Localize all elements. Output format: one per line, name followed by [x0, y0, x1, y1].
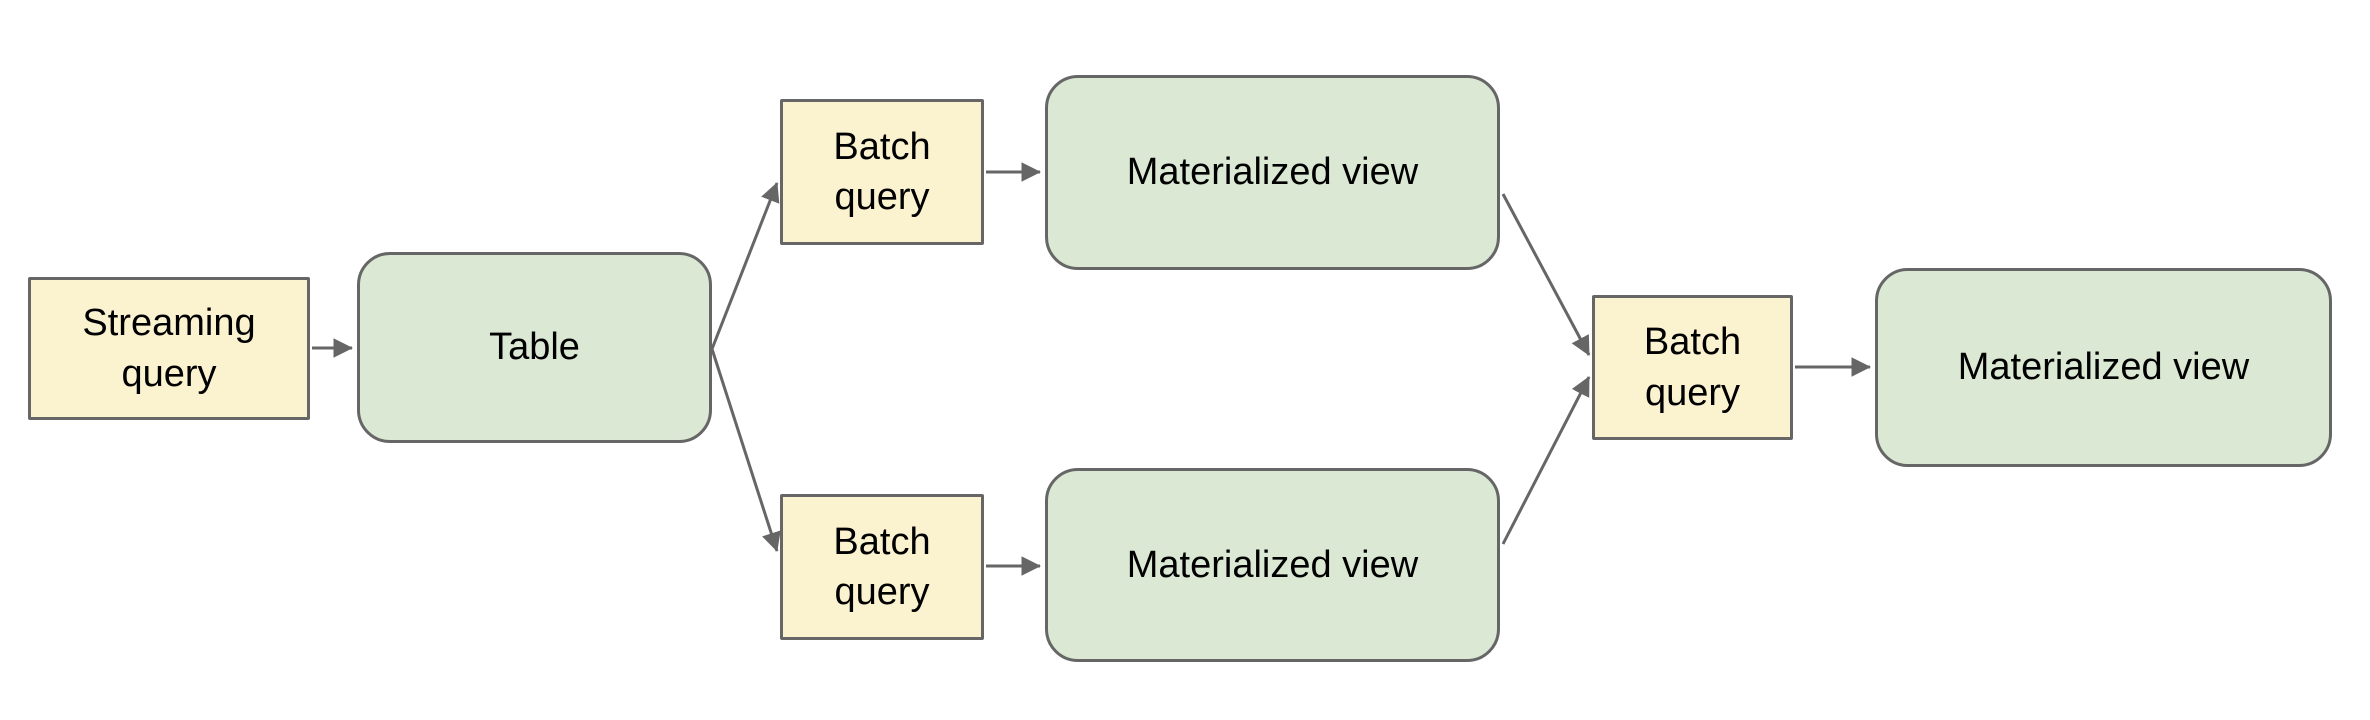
node-materialized-view-top: Materialized view	[1045, 75, 1500, 270]
edge-table-to-batch-query-top	[710, 182, 780, 350]
node-table-label: Table	[489, 326, 580, 369]
node-batch-query-bottom: Batch query	[780, 494, 984, 640]
node-materialized-view-right-label: Materialized view	[1957, 346, 2250, 389]
node-materialized-view-right: Materialized view	[1875, 268, 2332, 467]
node-materialized-view-top-label: Materialized view	[1126, 151, 1419, 194]
edge-mv-top-to-batch-query-right	[1501, 193, 1591, 356]
node-streaming-query: Streaming query	[28, 277, 310, 420]
edge-table-to-batch-query-bottom	[710, 348, 781, 552]
node-batch-query-top-label: Batch query	[833, 125, 931, 218]
node-materialized-view-bottom: Materialized view	[1045, 468, 1500, 662]
node-materialized-view-bottom-label: Materialized view	[1126, 543, 1419, 586]
node-batch-query-right-label: Batch query	[1643, 321, 1742, 414]
node-batch-query-bottom-label: Batch query	[833, 520, 931, 613]
node-table: Table	[357, 252, 712, 443]
node-batch-query-top: Batch query	[780, 99, 984, 245]
node-streaming-query-label: Streaming query	[82, 302, 256, 395]
node-batch-query-right: Batch query	[1592, 295, 1793, 440]
edge-mv-bottom-to-batch-query-right	[1501, 376, 1591, 545]
